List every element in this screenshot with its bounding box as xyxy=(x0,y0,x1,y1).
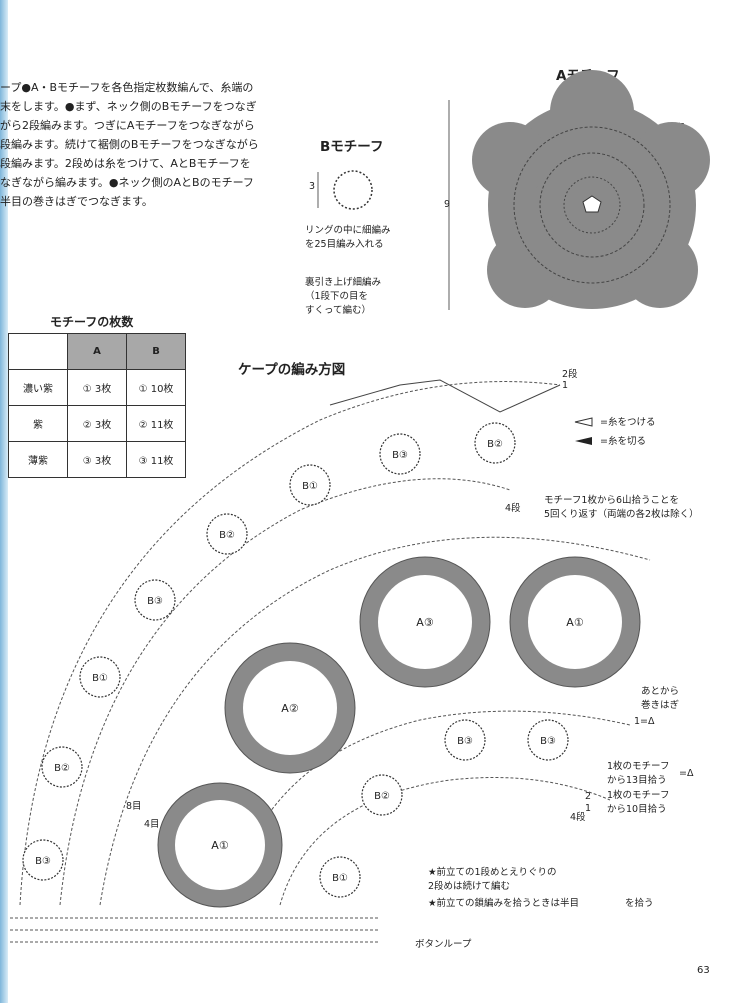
row-label-4m: 4目 xyxy=(144,819,160,830)
motif-a-label: A① xyxy=(211,839,229,852)
motif-b-ring xyxy=(333,170,373,210)
footnote-2: ★前立ての鎖編みを拾うときは半目 xyxy=(428,898,580,909)
row-label-8: 8目 xyxy=(126,801,142,812)
note-13: 1枚のモチーフ から13目拾う xyxy=(607,761,670,786)
motif-b-label: B② xyxy=(219,530,235,541)
button-loop-label: ボタンループ xyxy=(415,939,472,950)
motif-b-label: B① xyxy=(332,873,348,884)
table-cell: 紫 xyxy=(8,405,68,442)
motif-a-label: A③ xyxy=(416,616,434,629)
table-cell: ② 3枚 xyxy=(67,405,127,442)
table-cell: ③ 3枚 xyxy=(67,441,127,478)
table-cell: ③ 11枚 xyxy=(126,441,186,478)
legend-attach: =糸をつける xyxy=(600,417,656,428)
row-label-4b: 4段 xyxy=(570,812,586,823)
table-cell: ① 10枚 xyxy=(126,369,186,406)
motif-b-label: B③ xyxy=(392,450,408,461)
table-row: 紫 ② 3枚 ② 11枚 xyxy=(8,405,186,442)
motif-a-label: A① xyxy=(566,616,584,629)
motif-a-label: A② xyxy=(281,702,299,715)
motif-a-group xyxy=(157,556,641,908)
footnote-1: ★前立ての1段めとえりぐりの 2段めは続けて編む xyxy=(428,867,557,892)
table-cell: ② 11枚 xyxy=(126,405,186,442)
motif-b-label: B① xyxy=(302,481,318,492)
count-table-title: モチーフの枚数 xyxy=(50,315,134,329)
row-label-1: 1 xyxy=(562,380,569,391)
one-delta: 1=Δ xyxy=(634,716,655,727)
cape-rows xyxy=(10,381,651,943)
diagram-title: ケープの編み方図 xyxy=(238,362,346,378)
table-cell: 濃い紫 xyxy=(8,369,68,406)
motif-b-label: B① xyxy=(92,673,108,684)
row-label-2v: 2 xyxy=(585,791,592,802)
motif-b-label: B③ xyxy=(540,736,556,747)
motif-a-labels: A③ A① A② A① xyxy=(211,616,584,852)
note-10: 1枚のモチーフ から10目拾う xyxy=(607,790,670,815)
motif-b-label: B② xyxy=(487,439,503,450)
motif-a-flower xyxy=(472,70,710,309)
motif-b-labels: B② B③ B① B② B③ B① B② B③ B③ B③ B② B① xyxy=(35,439,556,884)
motif-b-label: B③ xyxy=(457,736,473,747)
motif-b-label: B③ xyxy=(35,856,51,867)
outer-edge xyxy=(329,379,561,413)
motif-b-size: 3 xyxy=(309,181,316,192)
motif-b-note: リングの中に細編み を25目編み入れる xyxy=(305,225,391,250)
footnote-2-end: を拾う xyxy=(625,898,654,909)
count-table: A B 濃い紫 ① 3枚 ① 10枚 紫 ② 3枚 ② 11枚 薄紫 ③ 3枚 … xyxy=(8,333,186,478)
stitch-note: 裏引き上げ細編み （1段下の目を すくって編む） xyxy=(305,277,382,316)
instructions-text: ープ●A・Bモチーフを各色指定枚数編んで、糸端の 末をします。●まず、ネック側の… xyxy=(0,81,259,208)
row-label-1v: 1 xyxy=(585,803,592,814)
table-row: 薄紫 ③ 3枚 ③ 11枚 xyxy=(8,441,186,478)
pickup-note: モチーフ1枚から6山拾うことを 5回くり返す（両端の各2枚は除く） xyxy=(544,495,699,520)
delta-label: =Δ xyxy=(679,768,694,779)
motif-b-group xyxy=(22,422,569,898)
row-label-4: 4段 xyxy=(505,503,521,514)
attach-arrow-icon xyxy=(574,417,593,427)
cut-arrow-icon xyxy=(575,437,592,445)
join-later-note: あとから 巻きはぎ xyxy=(641,686,680,711)
motif-b-label: B② xyxy=(54,763,70,774)
page-edge-shadow xyxy=(0,0,8,1003)
motif-b-title: Bモチーフ xyxy=(320,139,384,155)
motif-a-size: 9 xyxy=(444,199,451,210)
motif-b-label: B③ xyxy=(147,596,163,607)
row-label-2: 2段 xyxy=(562,369,578,380)
table-corner xyxy=(8,333,68,370)
table-row: 濃い紫 ① 3枚 ① 10枚 xyxy=(8,369,186,406)
table-header-a: A xyxy=(67,333,127,370)
legend-cut: =糸を切る xyxy=(600,436,646,447)
motif-b-label: B② xyxy=(374,791,390,802)
page-number: 63 xyxy=(697,965,710,976)
